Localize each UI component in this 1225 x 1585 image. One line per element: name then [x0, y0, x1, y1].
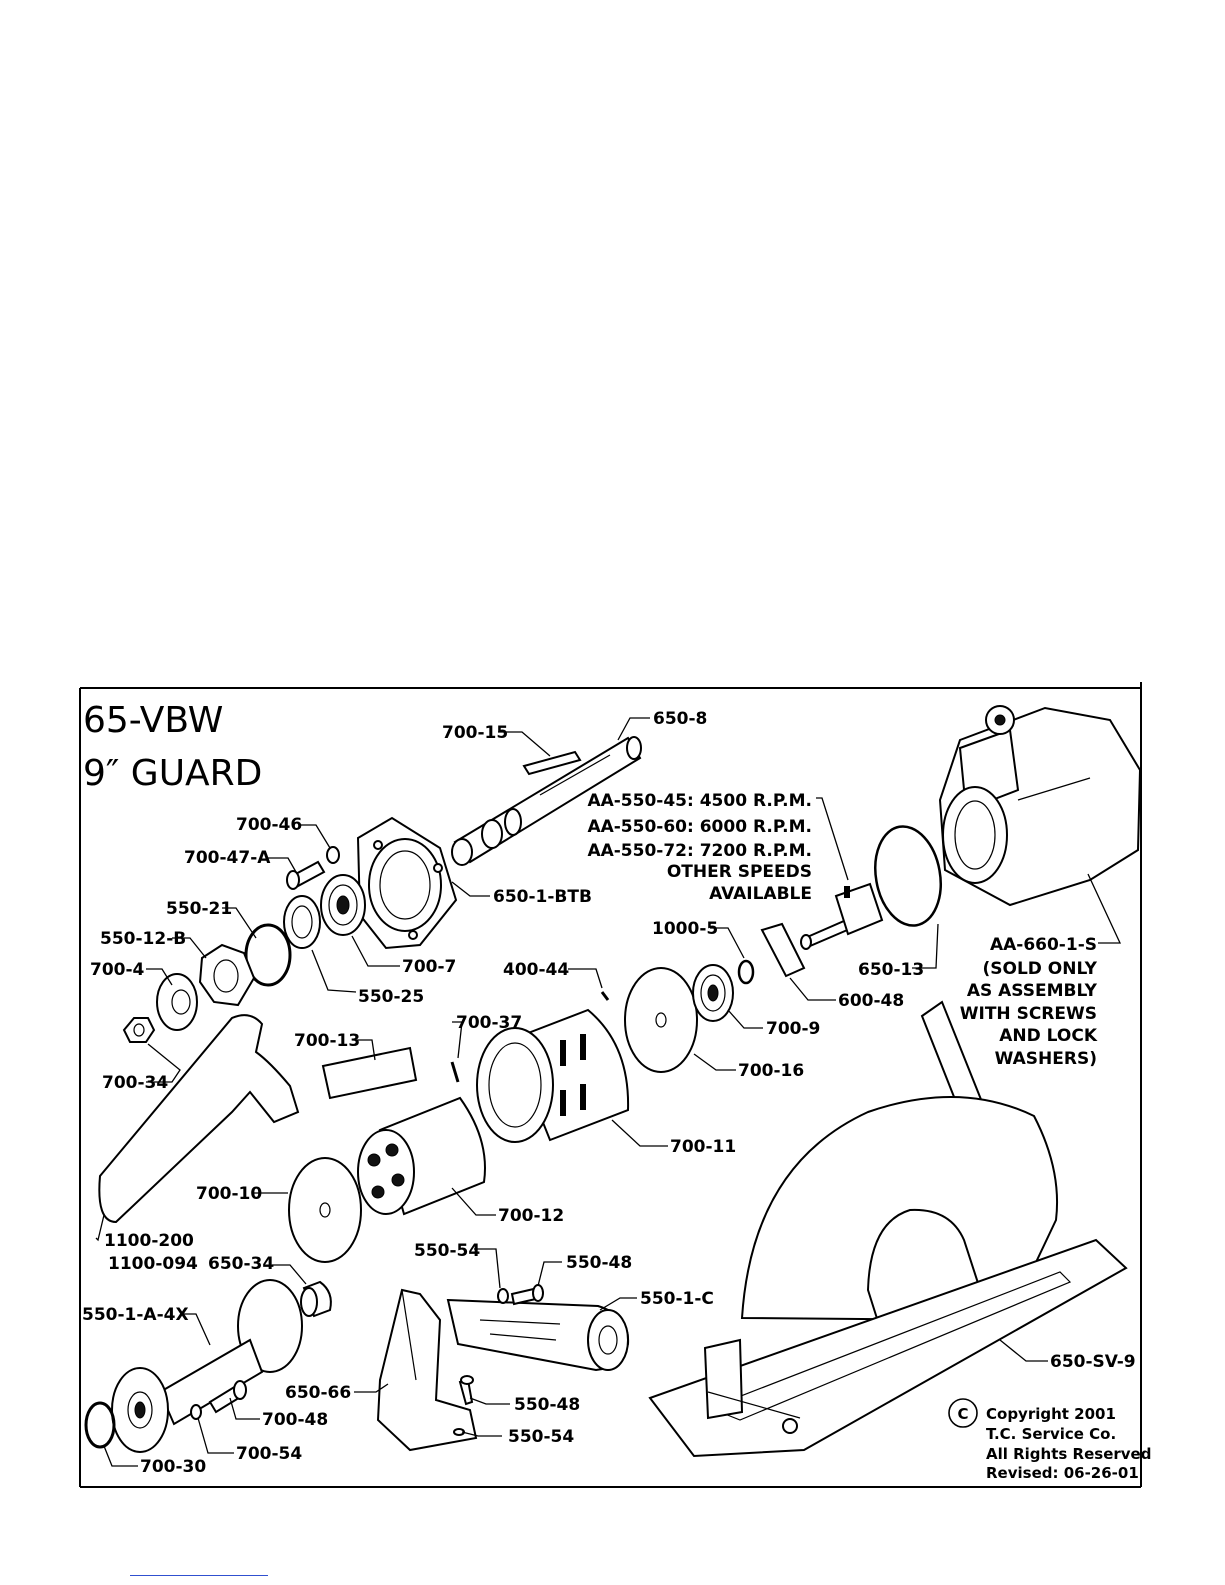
- snap-ring-550-21: [244, 923, 292, 987]
- label-1000-5: 1000-5: [652, 919, 718, 939]
- label-650-8: 650-8: [653, 709, 707, 729]
- label-550-48-bottom: 550-48: [514, 1395, 580, 1415]
- spindle-550-1-A-4X: [111, 1279, 303, 1453]
- end-plate-700-10: [288, 1157, 362, 1263]
- bearing-700-7: [320, 874, 366, 936]
- label-550-54-top: 550-54: [414, 1241, 480, 1261]
- label-700-10: 700-10: [196, 1184, 262, 1204]
- copyright-line-1: Copyright 2001: [986, 1405, 1116, 1423]
- assembly-line-4: WITH SCREWS: [960, 1004, 1097, 1024]
- wrench-1100-200: [98, 1014, 300, 1224]
- speed-line-4: OTHER SPEEDS: [667, 862, 812, 882]
- assembly-line-2: (SOLD ONLY: [982, 959, 1097, 979]
- label-700-16: 700-16: [738, 1061, 804, 1081]
- label-550-1-A-4X: 550-1-A-4X: [82, 1305, 189, 1325]
- label-700-30: 700-30: [140, 1457, 206, 1477]
- title-line-1: 65-VBW: [83, 700, 223, 741]
- bracket-650-66: [376, 1288, 478, 1452]
- nut-550-12-B: [198, 943, 256, 1007]
- motor-housing-AA-660-1-S: [938, 705, 1142, 907]
- end-plate-650-1-BTB: [356, 816, 458, 950]
- speed-line-5: AVAILABLE: [709, 884, 812, 904]
- assembly-line-3: AS ASSEMBLY: [967, 981, 1098, 1001]
- label-650-SV-9: 650-SV-9: [1050, 1352, 1136, 1372]
- screw-700-47-A: [286, 860, 326, 890]
- bearing-700-9: [692, 964, 734, 1022]
- label-700-15: 700-15: [442, 723, 508, 743]
- label-550-25: 550-25: [358, 987, 424, 1007]
- vane-700-13: [321, 1046, 418, 1100]
- label-550-54-bottom: 550-54: [508, 1427, 574, 1447]
- screw-700-48: [208, 1380, 247, 1414]
- label-700-13: 700-13: [294, 1031, 360, 1051]
- shaft-650-8: [451, 736, 642, 866]
- label-700-47-A: 700-47-A: [184, 848, 271, 868]
- o-ring-650-13: [874, 825, 942, 927]
- speed-options-note: AA-550-45: 4500 R.P.M. AA-550-60: 6000 R…: [587, 791, 812, 904]
- washer-700-54: [190, 1404, 202, 1420]
- title-line-2: 9″ GUARD: [83, 753, 262, 794]
- washer-700-30: [84, 1401, 116, 1449]
- label-650-13: 650-13: [858, 960, 924, 980]
- pin-700-37: [450, 1061, 460, 1083]
- label-700-9: 700-9: [766, 1019, 820, 1039]
- label-400-44: 400-44: [503, 960, 569, 980]
- label-700-11: 700-11: [670, 1137, 736, 1157]
- label-700-48: 700-48: [262, 1410, 328, 1430]
- guard-650-SV-9: [648, 1000, 1128, 1458]
- screw-550-48-top: [510, 1284, 544, 1306]
- label-700-12: 700-12: [498, 1206, 564, 1226]
- copyright-block: C Copyright 2001 T.C. Service Co. All Ri…: [948, 1398, 1151, 1482]
- label-1100-094: 1100-094: [108, 1254, 198, 1274]
- label-1100-200: 1100-200: [104, 1231, 194, 1251]
- copyright-symbol-circle: [948, 1398, 978, 1428]
- copyright-symbol: C: [957, 1405, 968, 1423]
- governor-assembly: [800, 882, 884, 950]
- label-550-48-top: 550-48: [566, 1253, 632, 1273]
- screw-550-48-bottom: [458, 1375, 474, 1406]
- label-700-54: 700-54: [236, 1444, 302, 1464]
- label-700-34: 700-34: [102, 1073, 168, 1093]
- hex-nut-700-34: [122, 1017, 156, 1043]
- label-550-12-B: 550-12-B: [100, 929, 186, 949]
- washer-550-54-top: [497, 1288, 509, 1304]
- assembly-line-6: WASHERS): [995, 1049, 1097, 1069]
- copyright-line-3: All Rights Reserved: [986, 1445, 1151, 1463]
- washer-550-25: [283, 895, 321, 949]
- label-550-21: 550-21: [166, 899, 232, 919]
- label-650-66: 650-66: [285, 1383, 351, 1403]
- label-600-48: 600-48: [838, 991, 904, 1011]
- speed-line-1: AA-550-45: 4500 R.P.M.: [587, 791, 812, 811]
- clip-600-48: [760, 922, 806, 978]
- pin-400-44: [600, 991, 610, 1001]
- label-650-34: 650-34: [208, 1254, 274, 1274]
- bushing-650-34: [300, 1280, 332, 1318]
- assembly-note: AA-660-1-S (SOLD ONLY AS ASSEMBLY WITH S…: [960, 935, 1098, 1069]
- handle-550-1-C: [446, 1298, 630, 1372]
- leader-lines: [95, 717, 1122, 1467]
- speed-line-2: AA-550-60: 6000 R.P.M.: [587, 817, 812, 837]
- flange-700-4: [156, 973, 198, 1031]
- cylinder-700-11: [476, 1008, 630, 1143]
- label-550-1-C: 550-1-C: [640, 1289, 714, 1309]
- page-footer-link-underline[interactable]: [130, 1575, 268, 1576]
- copyright-line-4: Revised: 06-26-01: [986, 1464, 1139, 1482]
- rotor-700-12: [357, 1096, 486, 1216]
- washer-700-46: [326, 846, 340, 864]
- assembly-line-5: AND LOCK: [999, 1026, 1098, 1046]
- key-700-15: [522, 750, 582, 776]
- label-700-37: 700-37: [456, 1013, 522, 1033]
- label-700-46: 700-46: [236, 815, 302, 835]
- copyright-line-2: T.C. Service Co.: [986, 1425, 1116, 1443]
- assembly-line-1: AA-660-1-S: [990, 935, 1097, 955]
- label-700-4: 700-4: [90, 960, 145, 980]
- ring-1000-5: [737, 959, 755, 985]
- label-650-1-BTB: 650-1-BTB: [493, 887, 592, 907]
- end-plate-700-16: [624, 967, 698, 1073]
- label-700-7: 700-7: [402, 957, 456, 977]
- speed-line-3: AA-550-72: 7200 R.P.M.: [587, 841, 812, 861]
